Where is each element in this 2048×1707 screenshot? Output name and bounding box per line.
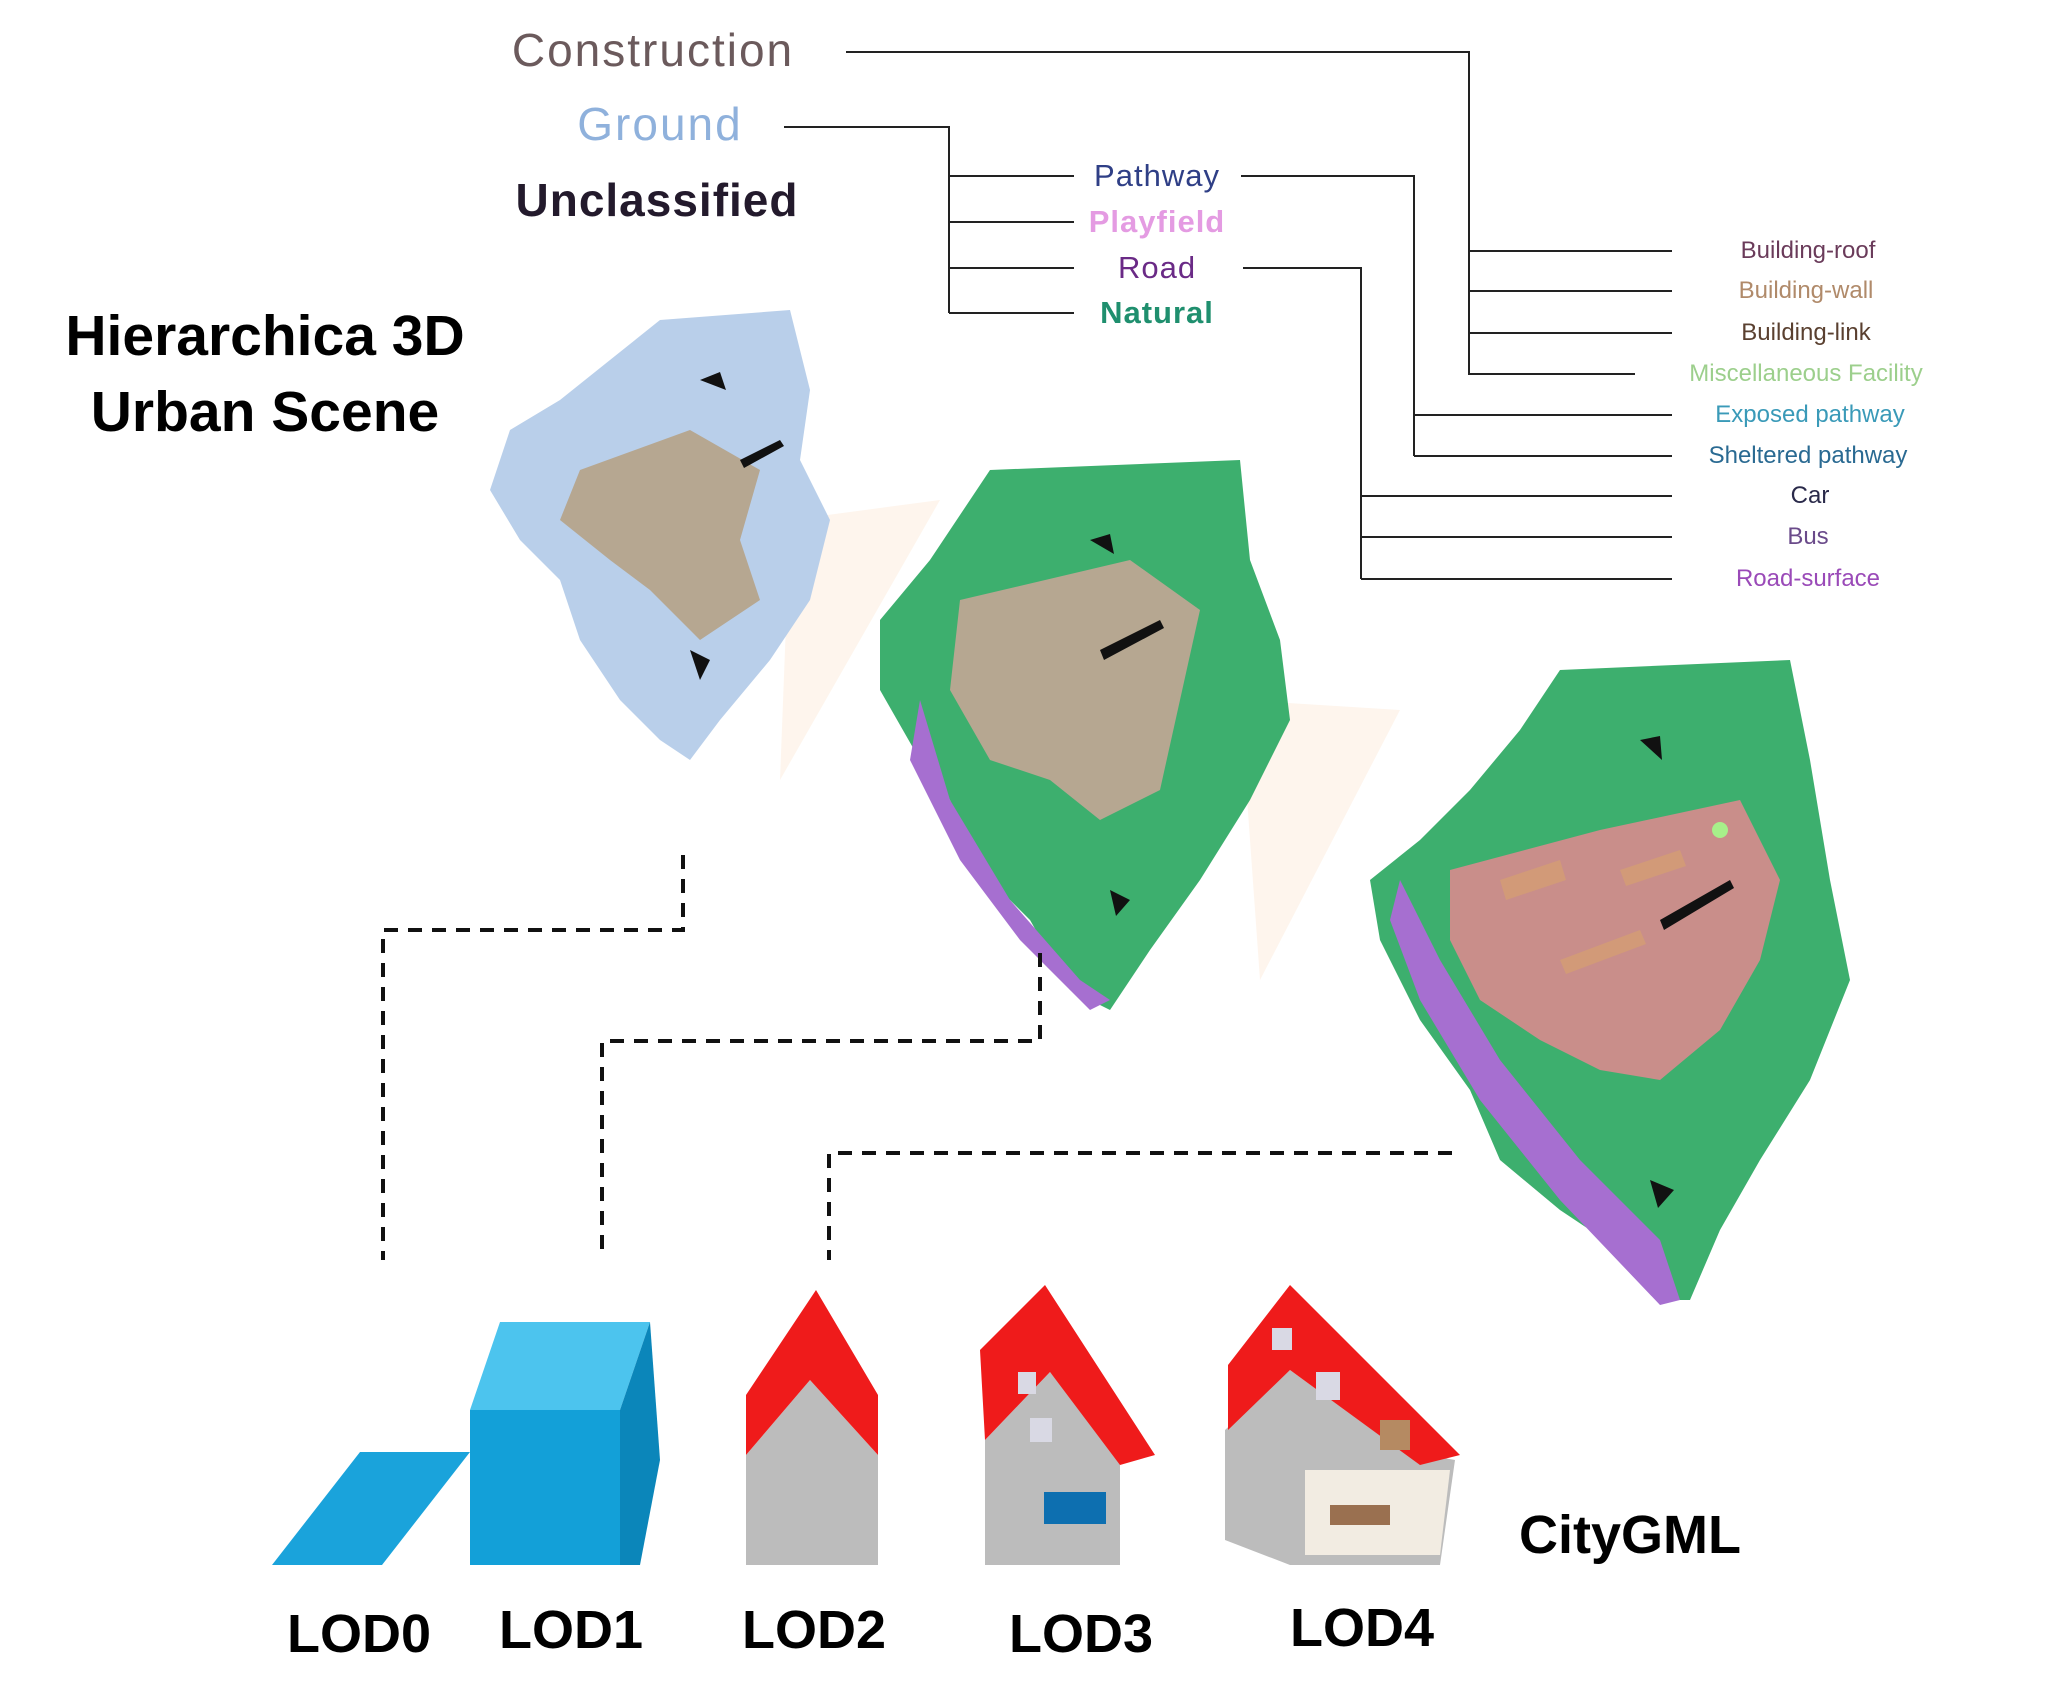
class-misc-facility: Miscellaneous Facility bbox=[1689, 360, 1923, 387]
lod4-house-icon bbox=[1225, 1285, 1460, 1565]
class-exposed-pathway: Exposed pathway bbox=[1715, 401, 1905, 428]
pathway-connector bbox=[1241, 175, 1415, 456]
class-bus: Bus bbox=[1787, 523, 1829, 550]
point-cloud-level2 bbox=[880, 460, 1290, 1010]
lod1-label: LOD1 bbox=[498, 1600, 644, 1660]
lod0-label: LOD0 bbox=[286, 1604, 432, 1664]
title-line-1: Hierarchica 3D bbox=[65, 304, 465, 368]
class-sheltered-pathway: Sheltered pathway bbox=[1708, 442, 1908, 469]
lod2-house-icon bbox=[746, 1290, 878, 1565]
lod0-footprint-icon bbox=[272, 1452, 470, 1565]
construction-connector bbox=[846, 51, 1470, 375]
class-natural: Natural bbox=[1100, 295, 1214, 330]
class-pathway: Pathway bbox=[1094, 158, 1220, 193]
class-building-roof: Building-roof bbox=[1740, 237, 1876, 264]
point-cloud-ground bbox=[490, 310, 830, 760]
lod4-label: LOD4 bbox=[1289, 1598, 1435, 1658]
class-building-link: Building-link bbox=[1741, 319, 1871, 346]
lod3-label: LOD3 bbox=[1008, 1604, 1154, 1664]
lod-dashed-connectors bbox=[381, 855, 1452, 1260]
citygml-label: CityGML bbox=[1519, 1505, 1741, 1565]
class-building-wall: Building-wall bbox=[1738, 277, 1874, 304]
class-car: Car bbox=[1790, 482, 1830, 509]
lod3-house-icon bbox=[980, 1285, 1155, 1565]
class-playfield: Playfield bbox=[1088, 204, 1226, 239]
point-cloud-level3 bbox=[1370, 660, 1850, 1305]
tree-connectors bbox=[784, 51, 1672, 580]
diagram-title: Hierarchica 3D Urban Scene bbox=[65, 298, 464, 450]
class-ground: Ground bbox=[577, 98, 743, 150]
lod1-block-icon bbox=[470, 1322, 660, 1565]
class-unclassified: Unclassified bbox=[515, 174, 799, 226]
road-connector bbox=[1243, 267, 1362, 579]
class-road-surface: Road-surface bbox=[1735, 565, 1881, 592]
class-road: Road bbox=[1117, 250, 1197, 285]
lod2-label: LOD2 bbox=[741, 1600, 887, 1660]
class-construction: Construction bbox=[511, 24, 795, 76]
ground-connector bbox=[784, 126, 950, 313]
title-line-2: Urban Scene bbox=[90, 380, 440, 444]
